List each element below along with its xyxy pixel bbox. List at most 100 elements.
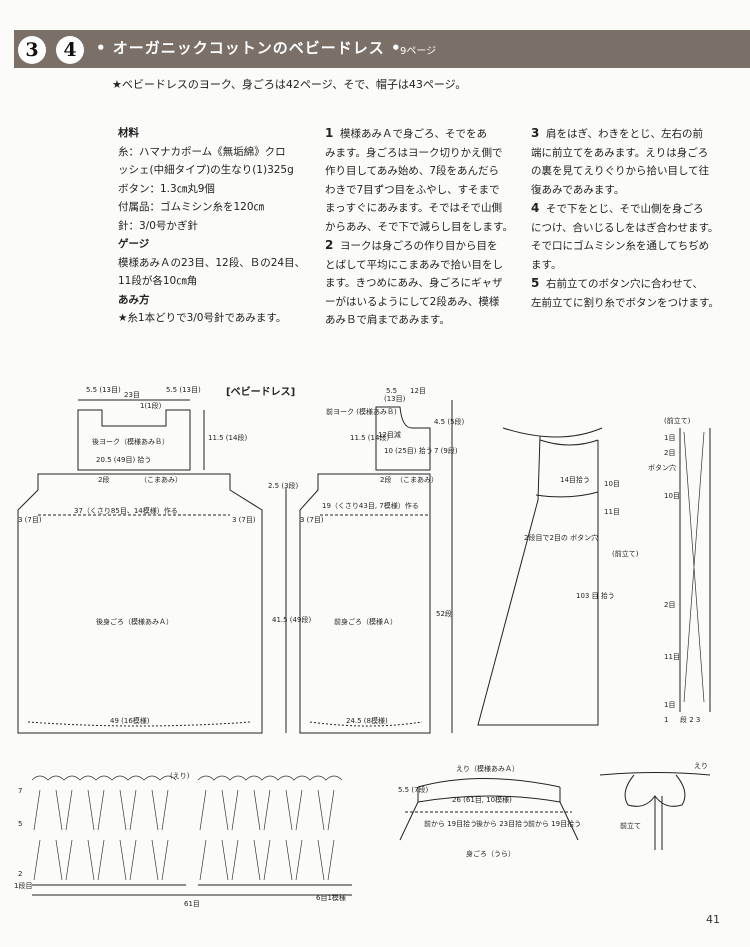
- steps-column-2: 1 模様あみＡで身ごろ、そでをあ みます。身ごろはヨーク切りかえ側で 作り目して…: [325, 124, 513, 330]
- dim-label: 2目: [664, 601, 675, 609]
- intro-note: ★ベビードレスのヨーク、身ごろは42ページ、そで、帽子は43ページ。: [112, 78, 467, 91]
- step-text: 復あみであみます。: [531, 183, 625, 196]
- step-text: ヨークは身ごろの作り目から目を: [340, 240, 498, 252]
- back-yoke-label: 後ヨーク（模様あみＢ）: [92, 437, 169, 446]
- row-label: 5: [18, 820, 22, 828]
- header-band-edge: [0, 30, 14, 68]
- dim-label: 11目: [664, 653, 680, 661]
- dim-label: 2段: [380, 475, 391, 484]
- step-text: につけ、合いじるしをはぎ合わせます。: [531, 221, 719, 234]
- dim-label: 2目: [664, 449, 675, 457]
- step-text: からあみ、そで下で減らし目をします。: [325, 220, 513, 233]
- dim-label: ボタン穴: [648, 463, 676, 472]
- chapter-badge-4: 4: [56, 36, 84, 64]
- dim-label: 5.5 (13目): [86, 386, 121, 394]
- row-label: 7: [18, 787, 22, 795]
- dim-label: 1目: [664, 701, 675, 709]
- gauge-line: 模様あみＡの23目、12段、Ｂの24目、: [118, 256, 306, 269]
- step-number: 5: [531, 276, 540, 290]
- dim-label: 1(1段): [140, 401, 162, 410]
- materials-line: 糸：ハマナカポーム《無垢綿》クロ: [118, 145, 286, 158]
- chapter-badge-3: 3: [18, 36, 46, 64]
- step-text: ます。きつめにあみ、身ごろにギャザ: [325, 277, 503, 289]
- front-body-outline: [299, 473, 431, 734]
- dim-label: 1目: [664, 434, 675, 442]
- step-text: まっすぐにあみます。そではそで山側: [325, 202, 503, 214]
- dim-label: 61目: [184, 900, 200, 908]
- dim-label: 11.5 (14段): [350, 433, 389, 442]
- method-line: ★糸1本どりで3/0号針であみます。: [118, 312, 287, 324]
- gauge-line: 11段が各10㎝角: [118, 275, 198, 287]
- step-text: 作り目してあみ始め、7段をあんだら: [325, 165, 500, 177]
- step-number: 4: [531, 201, 540, 215]
- step-text: 肩をはぎ、わきをとじ、左右の前: [546, 128, 704, 140]
- collar-label: えり（模様あみＡ）: [456, 764, 519, 773]
- dim-label: 1: [664, 716, 668, 724]
- step-text: 左前立てに割り糸でボタンをつけます。: [531, 296, 719, 309]
- dim-label: 10目: [664, 492, 680, 500]
- page-title: • オーガニックコットンのベビードレス •: [96, 39, 402, 57]
- collar-front-view: [599, 772, 711, 776]
- front-body-label: 前身ごろ（模様Ａ）: [334, 617, 397, 626]
- dim-label: 3 (7目): [18, 516, 42, 524]
- dim-label: 52段: [436, 609, 452, 618]
- materials-line: 針：3/0号かぎ針: [118, 219, 198, 232]
- dim-label: 103 目 拾う: [576, 591, 615, 600]
- front-yoke-outline: [375, 406, 431, 471]
- dim-label: 2段: [98, 475, 109, 484]
- materials-heading: 材料: [118, 127, 139, 139]
- dim-label: (13目): [384, 395, 406, 403]
- step-number: 3: [531, 126, 540, 140]
- page-number: 41: [706, 913, 720, 926]
- back-body-outline: [17, 473, 263, 734]
- step-text: ます。: [531, 258, 562, 271]
- step-text: そで口にゴムミシン糸を通してちぢめ: [531, 240, 710, 252]
- dim-label: （こまあみ）: [140, 476, 182, 484]
- page-reference: 9ページ: [400, 46, 437, 57]
- row-label: 2: [18, 870, 22, 878]
- step-text: ーがはいるようにして2段あみ、模様: [325, 295, 500, 308]
- dim-label: (前立て): [612, 549, 639, 558]
- collar-scallop: [417, 778, 561, 788]
- dim-label: 5.5 (7段): [398, 785, 429, 794]
- dim-label: 後から 23目拾う: [476, 819, 529, 828]
- method-heading: あみ方: [118, 293, 150, 306]
- dim-label: 37（くさり85目、14模様）作る: [74, 506, 178, 515]
- header-band: [0, 30, 750, 68]
- materials-line: 付属品：ゴムミシン糸を120㎝: [118, 201, 265, 213]
- dim-label: 3 (7目): [232, 516, 256, 524]
- step-text: 端に前立てをあみます。えりは身ごろ: [531, 146, 709, 159]
- dim-label: 2段目で2目の ボタン穴: [524, 533, 598, 542]
- dim-label: 10目: [604, 480, 620, 488]
- placket-title: (前立て): [664, 416, 691, 425]
- dim-label: 19（くさり43目, 7模様）作る: [322, 501, 419, 510]
- dim-label: 身ごろ（うら）: [466, 849, 515, 858]
- dim-label: （こまあみ）: [396, 476, 438, 484]
- step-text: とばして平均にこまあみで拾い目をし: [325, 258, 503, 271]
- materials-line: ボタン：1.3㎝丸9個: [118, 182, 215, 195]
- dim-label: 26 (61目, 10模様): [452, 795, 512, 804]
- row-label: 1段目: [14, 881, 32, 890]
- steps-column-3: 3 肩をはぎ、わきをとじ、左右の前 端に前立てをあみます。えりは身ごろ の裏を見…: [531, 124, 719, 312]
- dim-label: 前立て: [620, 821, 641, 830]
- dim-label: 10 (25目) 拾う: [384, 446, 433, 455]
- dim-label: 前から 19目拾う: [528, 819, 581, 828]
- dim-label: えり: [694, 762, 708, 770]
- dim-label: 41.5 (49段): [272, 615, 311, 624]
- dim-label: 7 (9段): [434, 446, 458, 455]
- front-yoke-label: 前ヨーク (模様あみＢ): [326, 407, 397, 416]
- dim-label: 23目: [124, 391, 140, 399]
- step-text: そで下をとじ、そで山側を身ごろ: [546, 203, 704, 215]
- dim-label: 24.5 (8模様): [346, 716, 388, 725]
- step-number: 2: [325, 238, 334, 252]
- step-text: わきで7目ずつ目をふやし、すそまで: [325, 183, 500, 196]
- dim-label: 14目拾う: [560, 475, 590, 484]
- gauge-heading: ゲージ: [118, 238, 150, 250]
- dim-label: 49 (16模様): [110, 716, 150, 725]
- dim-label: 5.5: [386, 387, 397, 395]
- dim-label: 12目: [410, 387, 426, 395]
- dim-label: 前から 19目拾う: [424, 819, 477, 828]
- step-number: 1: [325, 126, 334, 140]
- dim-label: (えり): [170, 772, 190, 780]
